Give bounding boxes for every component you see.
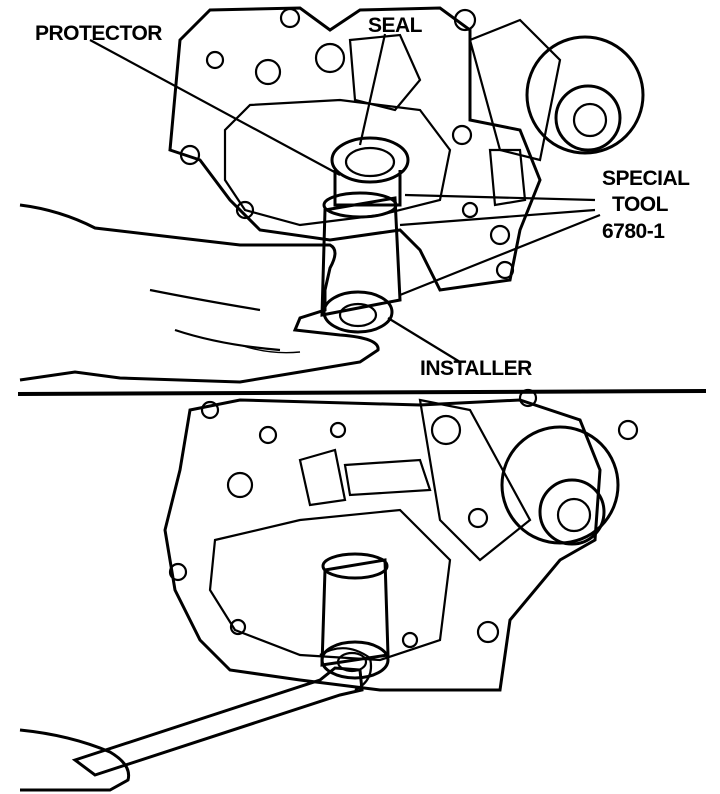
leader-lines	[89, 33, 601, 363]
protector-leader	[89, 39, 341, 176]
special-tool-leader-1	[404, 193, 596, 202]
special-tool-label-line1: SPECIAL	[602, 167, 690, 190]
hand-top	[19, 203, 380, 384]
oil-pump-housing-bottom	[163, 388, 639, 692]
special-tool-leader-3	[399, 213, 601, 297]
special-tool-label-line3: 6780-1	[602, 220, 665, 243]
seal-label: SEAL	[368, 14, 423, 37]
special-tool-installer	[320, 191, 402, 334]
installer-leader	[387, 317, 461, 363]
oil-pump-housing-top	[168, 6, 562, 292]
installer-label: INSTALLER	[420, 357, 532, 380]
bottom-panel	[19, 388, 639, 792]
protector-label: PROTECTOR	[35, 22, 162, 45]
special-tool-leader-2	[399, 208, 596, 227]
crankshaft-gear-bottom	[500, 425, 620, 546]
hand-bottom	[19, 728, 131, 792]
seal-and-protector	[330, 136, 410, 207]
special-tool-label-line2: TOOL	[612, 193, 669, 216]
wrench	[71, 647, 373, 777]
panel-divider	[17, 389, 707, 396]
installer-on-housing	[320, 552, 390, 680]
top-panel: PROTECTOR SEAL SPECIAL TOOL 6780-1 INSTA…	[19, 6, 691, 384]
seal-leader	[358, 33, 387, 146]
crankshaft-gear-top	[525, 35, 645, 155]
